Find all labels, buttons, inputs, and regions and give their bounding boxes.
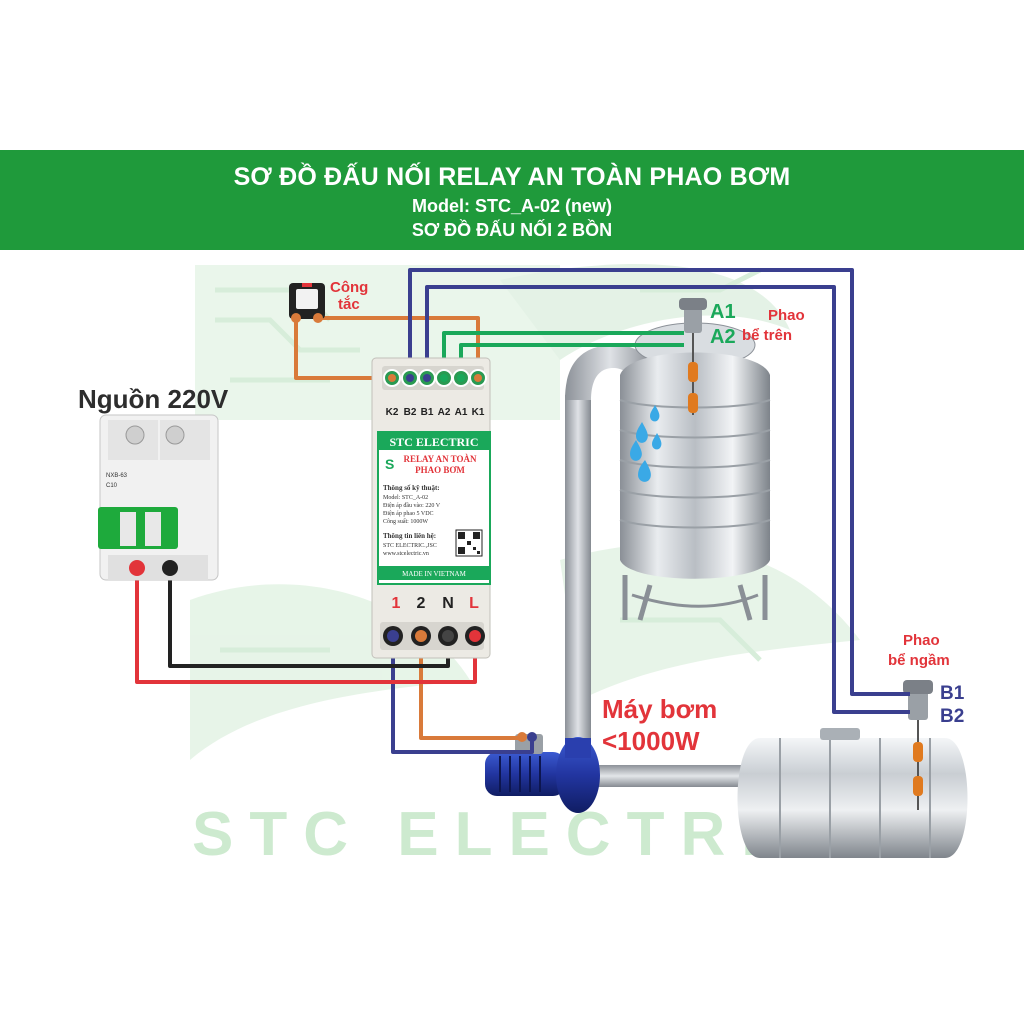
header-banner: SƠ ĐỒ ĐẤU NỐI RELAY AN TOÀN PHAO BƠM Mod… [0,150,1024,250]
contact-line: www.stcelectric.vn [383,551,429,557]
spec-title: Thông số kỹ thuật: [383,484,440,492]
bottom-terminal-screws [383,626,485,646]
made-in-label: MADE IN VIETNAM [402,570,466,578]
diagram-title: SƠ ĐỒ ĐẤU NỐI RELAY AN TOÀN PHAO BƠM [233,163,791,191]
wires [135,268,910,754]
lower-tank [737,680,968,858]
spec-line: Điện áp đầu vào: 220 V [383,502,441,509]
terminal-k2: K2 [386,407,399,418]
contact-title: Thông tin liên hệ: [383,532,436,540]
water-drops [630,405,662,482]
terminal-n: N [442,595,454,612]
terminal-a2: A2 [438,407,451,418]
pipe-system [565,345,752,787]
spec-line: Công suất: 1000W [383,518,428,525]
power-label: Nguồn 220V [78,384,229,414]
diagram-subtitle: SƠ ĐỒ ĐẤU NỐI 2 BỒN [411,220,613,240]
wall-switch [289,283,325,323]
terminal-b1: B1 [421,407,434,418]
terminal-a1: A1 [455,407,468,418]
relay-product-line1: RELAY AN TOÀN [403,454,477,464]
breaker-rating: C10 [106,483,118,489]
qr-code-icon [455,529,483,557]
top-float-label-line2: bể trên [742,327,792,344]
relay-logo-icon: S [385,456,394,472]
spec-line: Model: STC_A-02 [383,495,428,501]
model-label: Model: STC_A-02 (new) [411,196,612,216]
terminal-l: L [469,595,479,612]
terminal-1: 1 [392,595,401,612]
pump-label-line1: Máy bơm [602,694,717,724]
pump-label-line2: <1000W [602,726,700,756]
b1-label: B1 [940,683,965,704]
relay-brand: STC ELECTRIC [389,435,478,449]
bottom-float-label-line1: Phao [903,632,940,649]
terminal-k1: K1 [472,407,485,418]
bottom-float-label-line2: bể ngầm [888,652,950,669]
switch-label-line2: tắc [338,295,360,313]
a1-label: A1 [710,301,736,323]
top-terminal-screws [383,369,487,387]
terminal-2: 2 [417,595,426,612]
top-float-label-line1: Phao [768,307,805,324]
a2-label: A2 [710,326,736,348]
watermark-text: STC ELECTRIC [192,800,835,869]
relay-device: K2 B2 B1 A2 A1 K1 STC ELECTRIC S RELAY A… [371,357,491,659]
switch-label-line1: Công [330,279,368,296]
relay-product-line2: PHAO BƠM [415,465,465,475]
b2-label: B2 [940,706,964,727]
spec-line: Điện áp phao 5 VDC [383,511,434,517]
contact-line: STC ELECTRIC.,JSC [383,543,437,549]
pump [485,732,600,813]
circuit-breaker: NXB-63 C10 [98,414,219,581]
breaker-model: NXB-63 [106,473,128,479]
terminal-b2: B2 [404,407,417,418]
